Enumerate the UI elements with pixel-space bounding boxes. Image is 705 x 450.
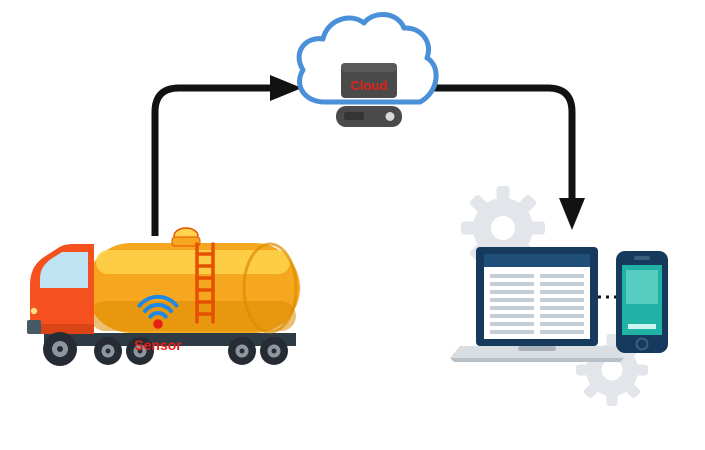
- laptop-base-edge: [450, 358, 624, 362]
- cab-windshield: [40, 252, 88, 288]
- wheel: [260, 337, 288, 365]
- tank-ladder: [195, 242, 215, 324]
- tanker-truck: Sensor: [27, 227, 300, 366]
- devices-node: [450, 186, 668, 406]
- truck-wheels: [43, 332, 288, 366]
- cloud-server-top: [341, 63, 397, 72]
- tank-shadow: [90, 301, 296, 331]
- arrow-cloud-to-devices: [434, 84, 576, 200]
- phone-home-button: [635, 337, 649, 351]
- tank-cap-seam: [242, 242, 298, 334]
- arrow-truck-to-cloud: [151, 84, 272, 236]
- cab-skirt: [30, 324, 94, 334]
- smartphone-icon: [616, 251, 668, 353]
- cloud-node: Cloud: [296, 12, 439, 127]
- drive-slot: [344, 112, 364, 120]
- headlight-icon: [30, 307, 38, 315]
- wifi-signal-icon: [137, 294, 179, 319]
- sensor-dot-icon: [153, 319, 163, 329]
- laptop-icon: [450, 247, 624, 362]
- arrowhead-down-icon: [559, 198, 585, 230]
- phone-speaker: [634, 256, 650, 260]
- drive-led: [385, 112, 395, 121]
- phone-screen-strip: [628, 324, 656, 329]
- wheel: [43, 332, 77, 366]
- cab-bumper: [27, 320, 41, 334]
- tank-hatch: [171, 227, 201, 247]
- wheel: [94, 337, 122, 365]
- wheel: [126, 337, 154, 365]
- cloud-drive-icon: [336, 106, 402, 127]
- gear-icon: [461, 186, 545, 270]
- phone-screen-block: [626, 270, 658, 304]
- screen-text-lines: [490, 274, 584, 334]
- tank-highlight: [96, 250, 290, 274]
- truck-cab: [27, 244, 94, 334]
- sensor-label: Sensor: [134, 337, 182, 353]
- screen-header-bar: [484, 254, 590, 267]
- laptop-notch: [518, 346, 556, 351]
- arrow-shaft: [434, 84, 576, 200]
- cloud-icon: [296, 12, 439, 105]
- arrow-shaft: [151, 84, 272, 236]
- cloud-label: Cloud: [351, 78, 388, 93]
- wheel: [228, 337, 256, 365]
- laptop-base: [450, 346, 624, 358]
- arrowhead-right-icon: [270, 75, 302, 101]
